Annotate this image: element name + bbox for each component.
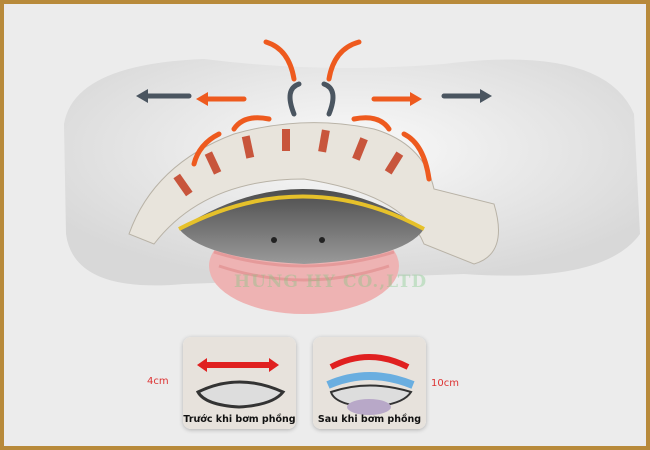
spine: [128, 122, 499, 265]
before-inflation-image: [183, 337, 296, 429]
spinal-discs: [173, 129, 404, 197]
after-inflation-card: Sau khi bơm phồng: [313, 337, 426, 429]
back-stretcher-illustration: [64, 39, 640, 314]
after-inflation-label: Sau khi bơm phồng: [317, 414, 422, 425]
before-height-label: 4cm: [147, 376, 169, 387]
after-inflation-image: [313, 337, 426, 429]
after-height-label: 10cm: [431, 378, 459, 389]
arrows: [136, 39, 492, 182]
before-inflation-label: Trước khi bơm phồng: [183, 414, 296, 425]
watermark: HUNG HY CO.,LTD: [234, 272, 428, 292]
stretcher-device: [179, 189, 424, 264]
before-inflation-card: Trước khi bơm phồng: [183, 337, 296, 429]
